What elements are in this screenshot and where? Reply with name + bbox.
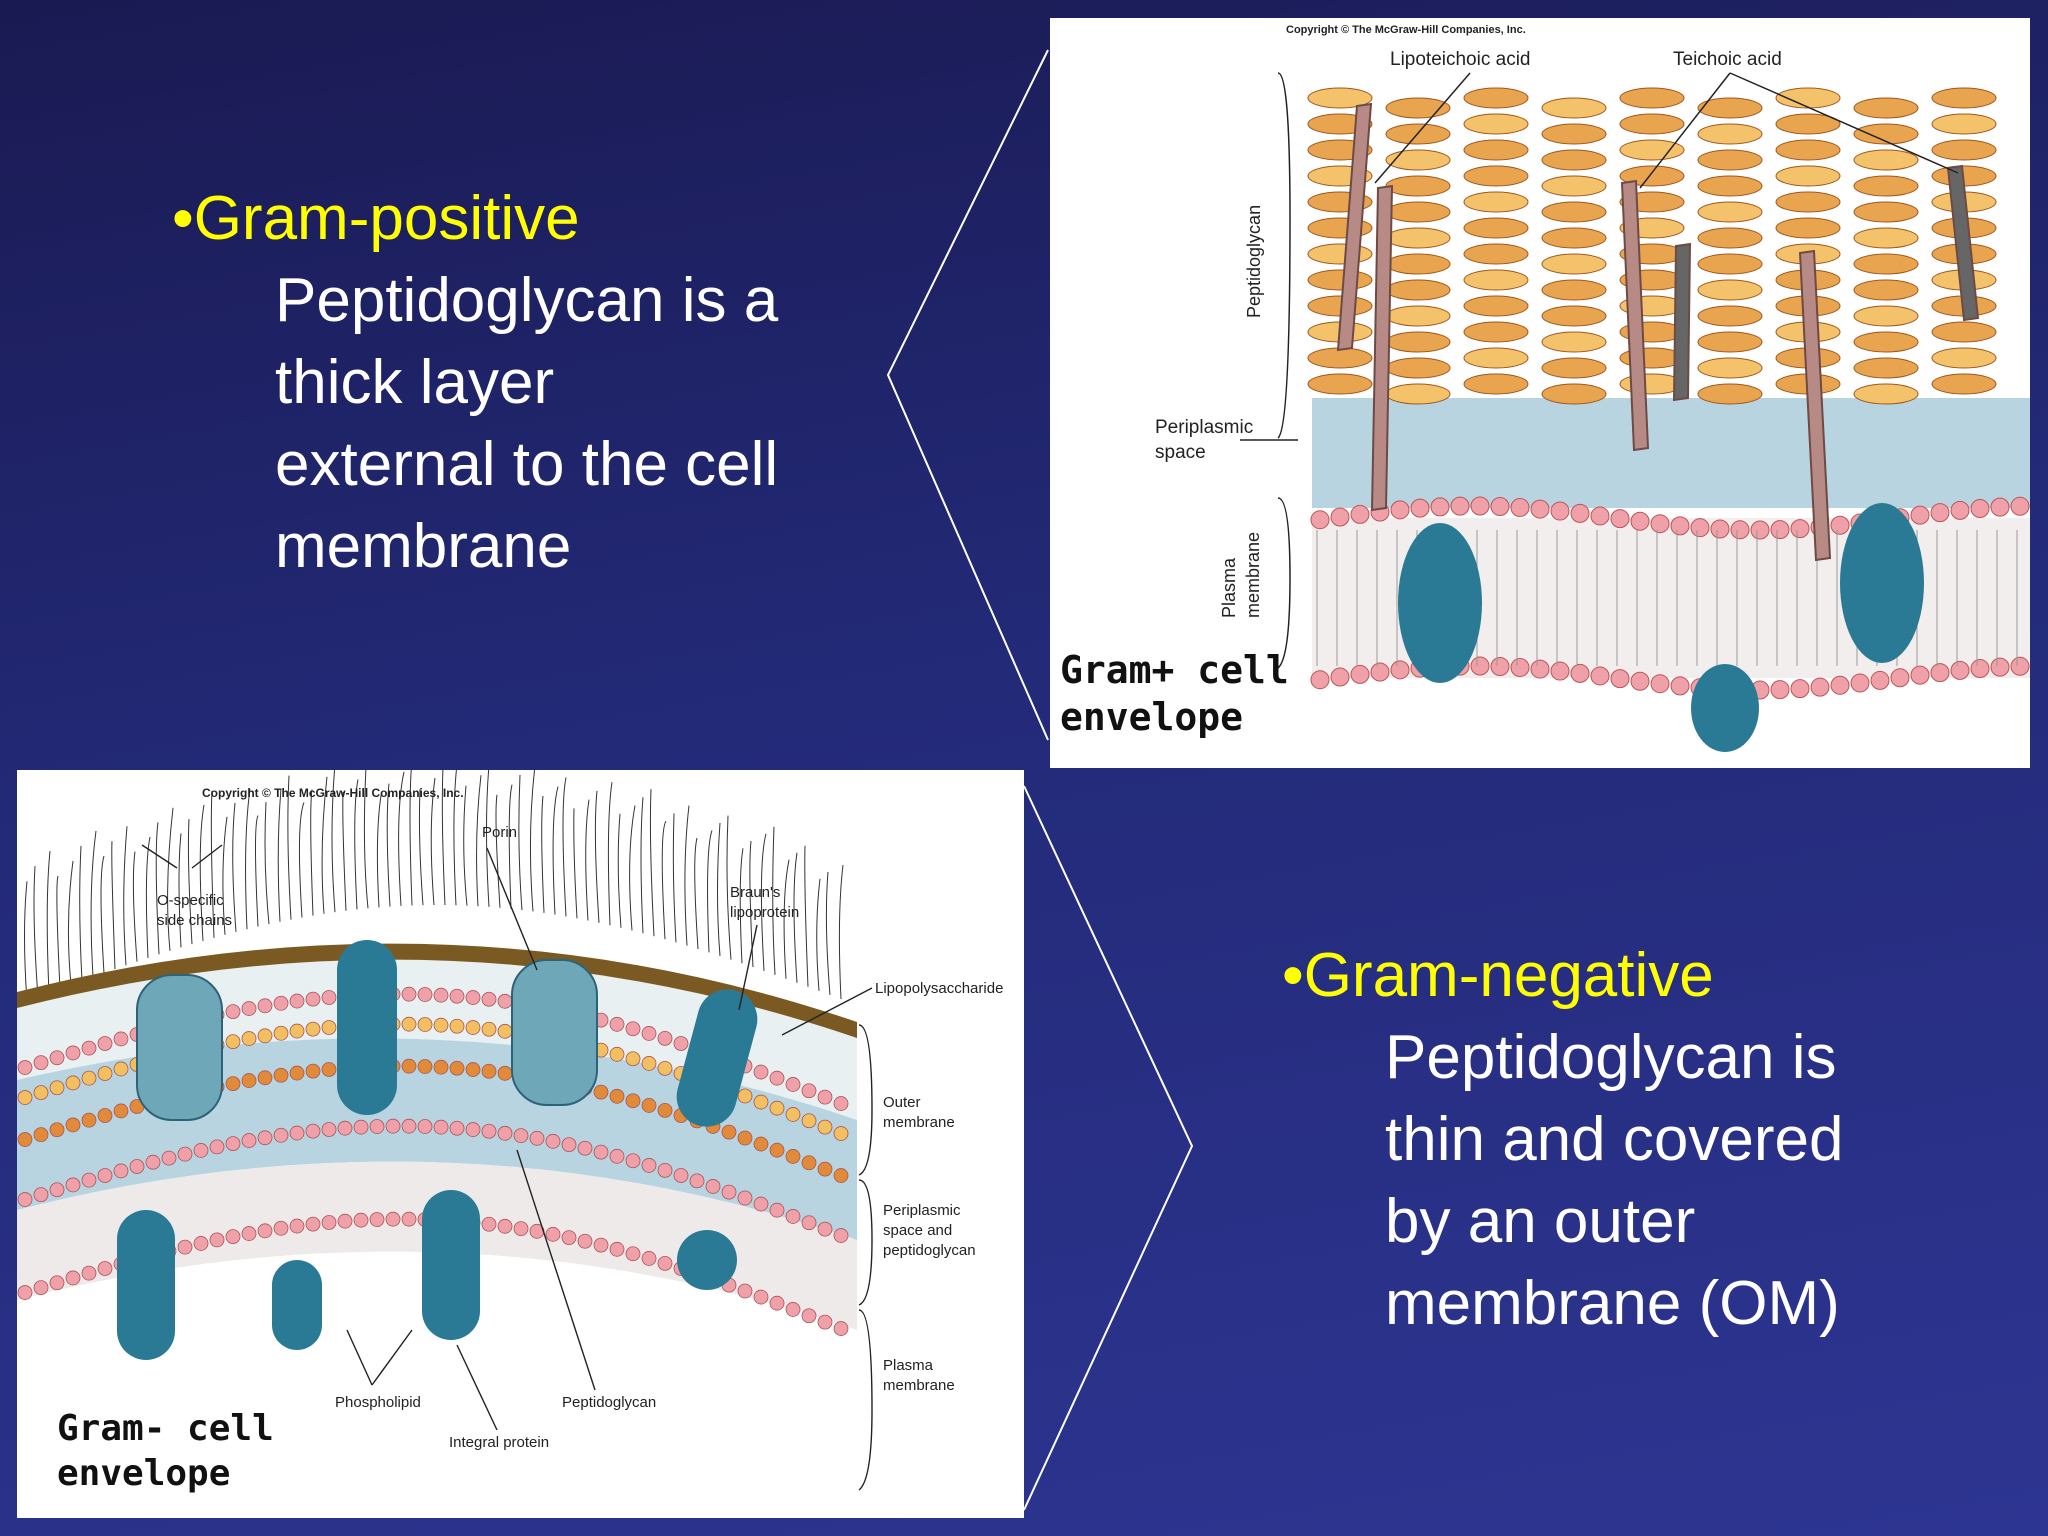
gn-o-specific-chains (24, 770, 844, 1002)
gram-negative-envelope-figure: Copyright © The McGraw-Hill Companies, I… (17, 770, 1024, 1518)
gp-periplasm-band (1312, 398, 2030, 508)
gn-copyright: Copyright © The McGraw-Hill Companies, I… (202, 786, 464, 800)
gn-line-2: thin and covered (1385, 1105, 1844, 1174)
gp-label-periplasmic-1: Periplasmic (1155, 417, 1253, 438)
gn-lps-band (17, 943, 857, 1038)
gn-periplasm-band (17, 1038, 857, 1240)
gn-label-brauns-2: lipoprotein (730, 904, 799, 921)
gn-label-peri-2: space and (883, 1222, 952, 1239)
gram-positive-text: •Gram-positive Peptidoglycan is a thick … (172, 178, 778, 588)
gram-negative-text: •Gram-negative Peptidoglycan is thin and… (1282, 935, 1843, 1345)
gn-callout-line (1023, 785, 1194, 1511)
gp-label-periplasmic-2: space (1155, 442, 1206, 463)
gp-membrane-protein (1398, 523, 1482, 683)
gn-label-outer-2: membrane (883, 1114, 955, 1131)
gp-line-2: thick layer (275, 348, 555, 417)
gn-line-3: by an outer (1385, 1187, 1696, 1256)
gp-label-peptidoglycan: Peptidoglycan (1244, 205, 1264, 318)
gp-callout-line (886, 49, 1049, 741)
gp-copyright: Copyright © The McGraw-Hill Companies, I… (1286, 24, 1526, 36)
gram-positive-title: •Gram-positive (172, 184, 580, 253)
gp-diagram: Copyright © The McGraw-Hill Companies, I… (1060, 24, 2030, 752)
gn-label-peptidoglycan: Peptidoglycan (562, 1394, 656, 1411)
gp-line-1: Peptidoglycan is a (275, 266, 779, 335)
gn-diagram: Copyright © The McGraw-Hill Companies, I… (17, 770, 1003, 1494)
gn-label-plasma-2: membrane (883, 1377, 955, 1394)
gn-outer-membrane-band (17, 951, 857, 1120)
gn-line-1: Peptidoglycan is (1385, 1023, 1837, 1092)
gn-label-peri-1: Periplasmic (883, 1202, 961, 1219)
gram-negative-description: Peptidoglycan is thin and covered by an … (1282, 1017, 1843, 1345)
gp-label-plasma-1: Plasma (1219, 557, 1239, 618)
gp-line-4: membrane (275, 512, 572, 581)
gn-label-phospholipid: Phospholipid (335, 1394, 421, 1411)
gp-label-plasma-2: membrane (1243, 532, 1263, 618)
gn-label-plasma-1: Plasma (883, 1357, 934, 1374)
gn-label-integral: Integral protein (449, 1434, 549, 1451)
gn-caption-2: envelope (57, 1453, 230, 1494)
gn-label-outer-1: Outer (883, 1094, 921, 1111)
gram-positive-description: Peptidoglycan is a thick layer external … (172, 260, 778, 588)
gn-line-4: membrane (OM) (1385, 1269, 1840, 1338)
gram-positive-envelope-figure: Copyright © The McGraw-Hill Companies, I… (1050, 18, 2030, 768)
gn-label-o-specific-1: O-specific (157, 892, 224, 909)
gp-membrane-protein (1691, 664, 1759, 752)
gn-porins (136, 959, 598, 1121)
gp-label-teichoic: Teichoic acid (1673, 49, 1782, 70)
gp-membrane-protein (1840, 503, 1924, 663)
gp-caption-2: envelope (1060, 695, 1243, 739)
gn-label-brauns-1: Braun's (730, 884, 780, 901)
gp-line-3: external to the cell (275, 430, 779, 499)
gp-caption-1: Gram+ cell (1060, 648, 1289, 692)
gn-leader-lines (141, 844, 873, 1491)
gp-label-lipoteichoic: Lipoteichoic acid (1390, 49, 1530, 70)
gp-teichoic-rods (1336, 102, 1980, 562)
gram-negative-title: •Gram-negative (1282, 941, 1714, 1010)
gn-label-peri-3: peptidoglycan (883, 1242, 976, 1259)
gn-integral-proteins (117, 940, 758, 1360)
gn-label-porin: Porin (482, 824, 517, 841)
gn-label-lps: Lipopolysaccharide (875, 980, 1003, 997)
gn-label-o-specific-2: side chains (157, 912, 232, 929)
gp-peptidoglycan-layers (1307, 87, 1997, 405)
gn-caption-1: Gram- cell (57, 1408, 274, 1449)
